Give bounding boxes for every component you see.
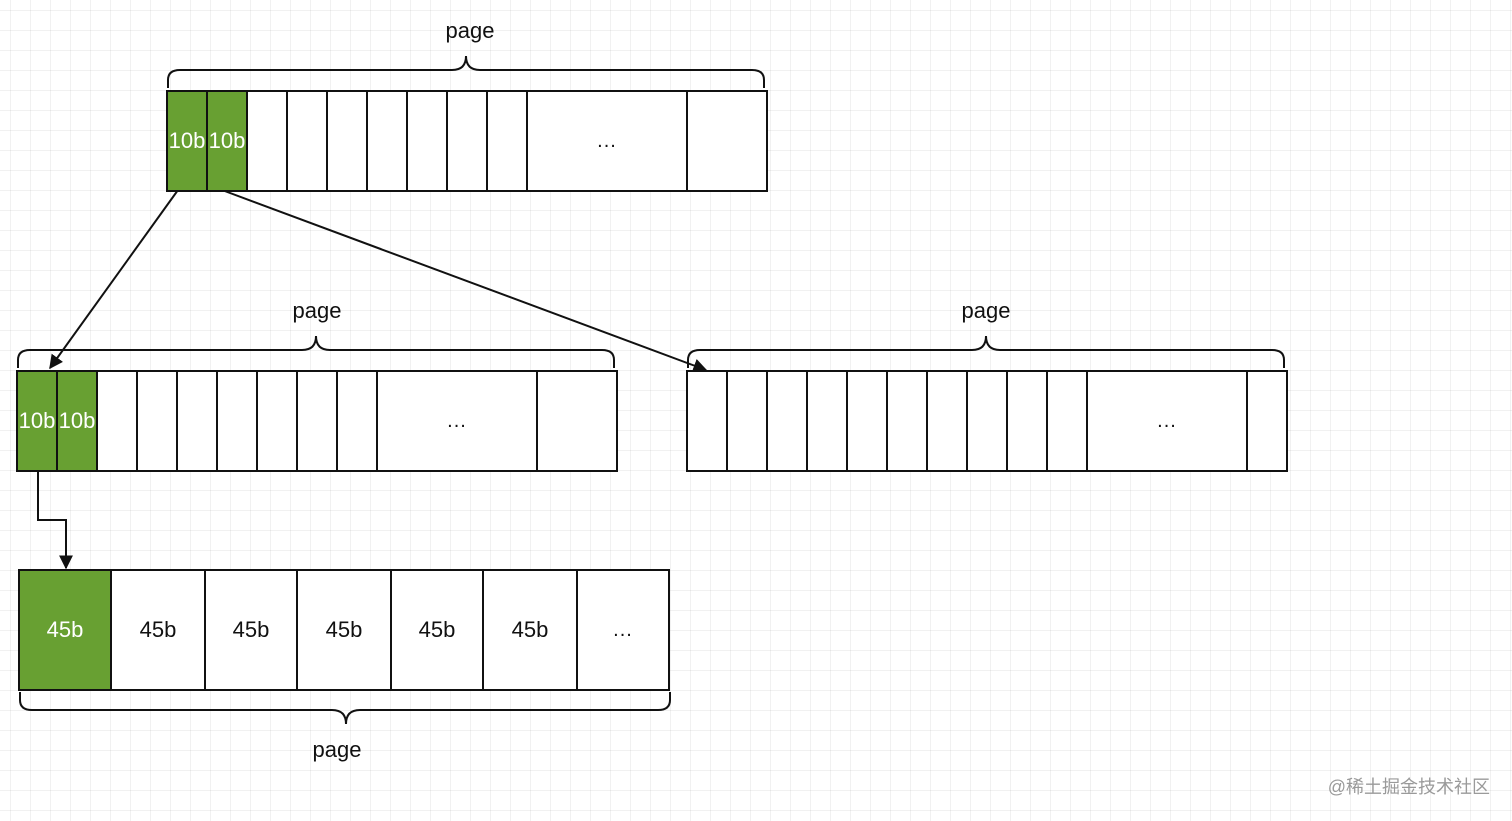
page-cells: 10b 10b ... (166, 90, 768, 192)
data-cell (1008, 372, 1048, 470)
page-label: page (312, 737, 362, 762)
page-cells: 45b 45b 45b 45b 45b 45b ... (18, 569, 670, 691)
record-cell: 45b (20, 571, 112, 689)
index-cell (218, 372, 258, 470)
ellipsis-cell: ... (1088, 372, 1248, 470)
index-cell (338, 372, 378, 470)
data-cell (688, 372, 728, 470)
data-cell (848, 372, 888, 470)
ellipsis-cell: ... (613, 618, 633, 641)
index-cell (248, 92, 288, 190)
page-brace (17, 335, 615, 368)
index-cell (298, 372, 338, 470)
page-brace (167, 55, 765, 88)
page-cells: ... (686, 370, 1288, 472)
index-cell: 10b (168, 92, 208, 190)
index-cell (98, 372, 138, 470)
index-cell (538, 372, 576, 470)
ellipsis-cell: ... (528, 92, 688, 190)
index-cell (288, 92, 328, 190)
page-brace (687, 335, 1285, 368)
index-cell (138, 372, 178, 470)
record-cell: 45b (484, 571, 578, 689)
page-cells: 10b 10b ... (16, 370, 618, 472)
data-cell (968, 372, 1008, 470)
index-cell (328, 92, 368, 190)
record-cell: 45b (112, 571, 206, 689)
page-label: page (292, 298, 342, 323)
ellipsis-cell: ... (378, 372, 538, 470)
page-brace (19, 692, 671, 725)
index-cell (688, 92, 726, 190)
index-cell (448, 92, 488, 190)
data-cell (768, 372, 808, 470)
index-cell (178, 372, 218, 470)
arrow-middle-left-to-bottom (37, 470, 73, 570)
index-cell: 10b (58, 372, 98, 470)
watermark-text: @稀土掘金技术社区 (1327, 777, 1490, 797)
record-cell: 45b (392, 571, 484, 689)
index-cell: 10b (208, 92, 248, 190)
data-cell (728, 372, 768, 470)
index-cell (368, 92, 408, 190)
index-cell (258, 372, 298, 470)
data-cell (928, 372, 968, 470)
record-cell: 45b (206, 571, 298, 689)
page-label: page (961, 298, 1011, 323)
data-cell (1048, 372, 1088, 470)
page-label: page (445, 18, 495, 43)
data-cell (1248, 372, 1286, 470)
record-cell: 45b (298, 571, 392, 689)
index-cell (488, 92, 528, 190)
data-cell (808, 372, 848, 470)
index-cell (408, 92, 448, 190)
data-cell (888, 372, 928, 470)
index-cell: 10b (18, 372, 58, 470)
